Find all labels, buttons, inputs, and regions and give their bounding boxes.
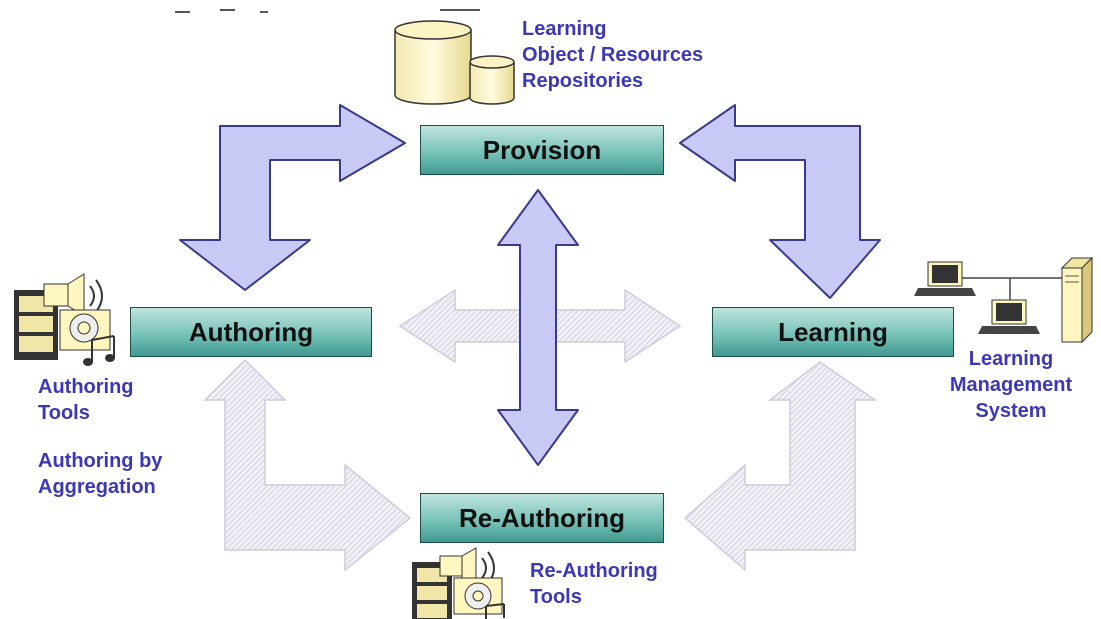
node-learning: Learning (712, 307, 954, 357)
label-lms: Learning Management System (949, 348, 1073, 422)
faded-arrow-learning-reauthoring (683, 361, 878, 572)
media-tools-icon (14, 273, 115, 366)
node-reauthoring: Re-Authoring (420, 493, 664, 543)
media-tools-icon (412, 547, 505, 619)
node-provision: Provision (420, 125, 664, 175)
database-icon (394, 20, 515, 105)
computer-network-icon (914, 256, 1094, 344)
arrow-provision-learning (679, 104, 881, 299)
label-reauthoring-tools: Re-Authoring Tools (530, 560, 658, 608)
arrow-provision-reauthoring (497, 189, 579, 466)
label-authoring-tools: Authoring Tools (38, 376, 134, 424)
top-fragment (175, 9, 480, 13)
arrow-provision-authoring (179, 104, 406, 291)
node-authoring: Authoring (130, 307, 372, 357)
faded-arrow-authoring-reauthoring (203, 358, 412, 572)
label-repositories: Learning Object / Resources Repositories (522, 18, 704, 92)
label-authoring-by-aggregation: Authoring by Aggregation (38, 450, 163, 498)
